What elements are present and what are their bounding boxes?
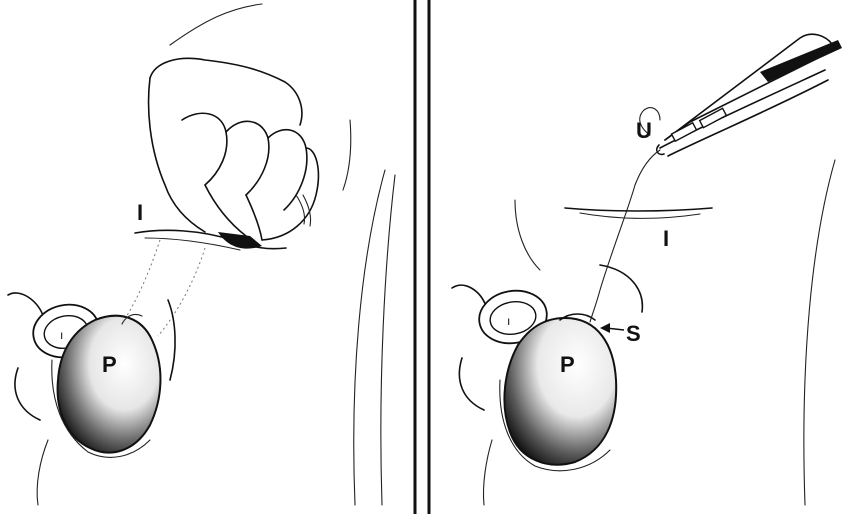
right-body-outline — [804, 160, 835, 505]
right-structure-outline — [600, 265, 642, 312]
left-body-outline — [354, 170, 385, 505]
right-panel: U I ı P S — [452, 34, 842, 505]
forceps-instrument — [657, 34, 842, 156]
right-structure-outline — [452, 285, 486, 306]
left-structure-outline — [8, 293, 44, 318]
svg-text:ı: ı — [507, 314, 510, 328]
left-structure-outline — [15, 368, 40, 420]
left-body-outline — [381, 175, 395, 505]
right-label-incision: I — [663, 226, 669, 251]
hand-illustration — [149, 58, 351, 248]
panel-divider — [415, 0, 429, 514]
suture-thread — [590, 150, 660, 322]
right-label-organ: P — [560, 352, 575, 377]
right-structure-outline — [459, 358, 484, 410]
left-panel: I ı P — [8, 4, 395, 505]
suture-pointer-arrow — [600, 323, 624, 333]
right-label-instrument: U — [636, 118, 652, 143]
right-incision-line — [565, 208, 712, 211]
left-body-outline — [170, 4, 262, 45]
left-label-incision: I — [137, 200, 143, 225]
right-body-outline — [515, 200, 540, 270]
svg-text:ı: ı — [60, 328, 63, 342]
left-label-organ: P — [102, 352, 117, 377]
left-structure-outline — [37, 440, 48, 505]
right-label-suture: S — [626, 321, 641, 346]
left-organ-p — [58, 316, 161, 453]
finger-tunnel — [158, 248, 205, 336]
right-structure-outline — [483, 440, 492, 505]
right-organ-p — [504, 318, 616, 465]
left-structure-outline — [168, 300, 175, 380]
